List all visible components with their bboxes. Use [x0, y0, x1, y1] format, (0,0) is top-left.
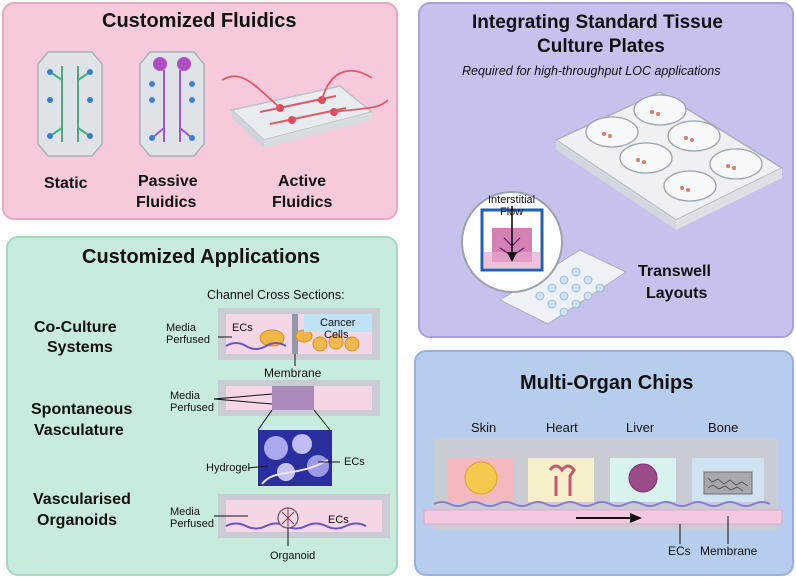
fluidics-title: Customized Fluidics: [102, 10, 297, 32]
multiwell-plate-icon: [498, 249, 628, 325]
hydrogel-zoom-icon: [247, 430, 340, 486]
coculture-label-2: Systems: [47, 339, 113, 356]
bone-label: Bone: [708, 420, 739, 435]
vasculature-channel-icon: [213, 380, 380, 431]
skin-label: Skin: [471, 420, 497, 435]
ecs-label-2: ECs: [344, 456, 365, 468]
membrane-label: Membrane: [264, 366, 322, 380]
organs-membrane-label: Membrane: [700, 544, 758, 558]
organs-ecs-label: ECs: [668, 544, 691, 558]
six-well-plate-icon: [554, 91, 784, 230]
active-chip-icon: [221, 69, 389, 148]
plates-title-1: Integrating Standard Tissue: [472, 12, 723, 33]
organoid-channel-icon: [214, 494, 390, 546]
coculture-channel-icon: [218, 308, 380, 366]
organs-title: Multi-Organ Chips: [520, 372, 694, 394]
plates-title-2: Culture Plates: [537, 36, 665, 57]
transwell-zoom-icon: [461, 191, 563, 293]
cancer-cells-label-1: Cancer: [320, 317, 356, 329]
passive-label-1: Passive: [138, 173, 198, 190]
cross-sections-label: Channel Cross Sections:: [207, 288, 345, 302]
ecs-label-3: ECs: [328, 514, 349, 526]
interstitial-label-2: Flow: [500, 206, 524, 218]
multi-organ-chip-icon: [423, 438, 783, 544]
media-label-1: Media: [166, 322, 196, 334]
static-label: Static: [44, 175, 88, 192]
media-label-3: Media: [170, 506, 200, 518]
apps-title: Customized Applications: [82, 246, 321, 268]
organoid-label: Organoid: [270, 550, 316, 562]
active-label-1: Active: [278, 173, 327, 190]
hydrogel-label: Hydrogel: [206, 462, 251, 474]
perfused-label-2: Perfused: [170, 402, 215, 414]
coculture-label-1: Co-Culture: [34, 319, 117, 336]
perfused-label-1: Perfused: [166, 334, 211, 346]
perfused-label-3: Perfused: [170, 518, 215, 530]
interstitial-label-1: Interstitial: [488, 194, 536, 206]
static-chip-icon: [37, 51, 103, 157]
spontaneous-label-1: Spontaneous: [31, 401, 133, 418]
transwell-label-1: Transwell: [638, 263, 711, 280]
spontaneous-label-2: Vasculature: [34, 422, 124, 439]
liver-label: Liver: [626, 420, 655, 435]
active-label-2: Fluidics: [272, 194, 333, 211]
vascularised-label-1: Vascularised: [33, 491, 131, 508]
heart-label: Heart: [546, 420, 578, 435]
transwell-label-2: Layouts: [646, 285, 708, 302]
vascularised-label-2: Organoids: [37, 512, 118, 529]
plates-subtitle: Required for high-throughput LOC applica…: [462, 64, 721, 78]
passive-chip-icon: [139, 51, 205, 157]
passive-label-2: Fluidics: [136, 194, 197, 211]
ecs-label-1: ECs: [232, 322, 253, 334]
media-label-2: Media: [170, 390, 200, 402]
cancer-cells-label-2: Cells: [324, 329, 349, 341]
